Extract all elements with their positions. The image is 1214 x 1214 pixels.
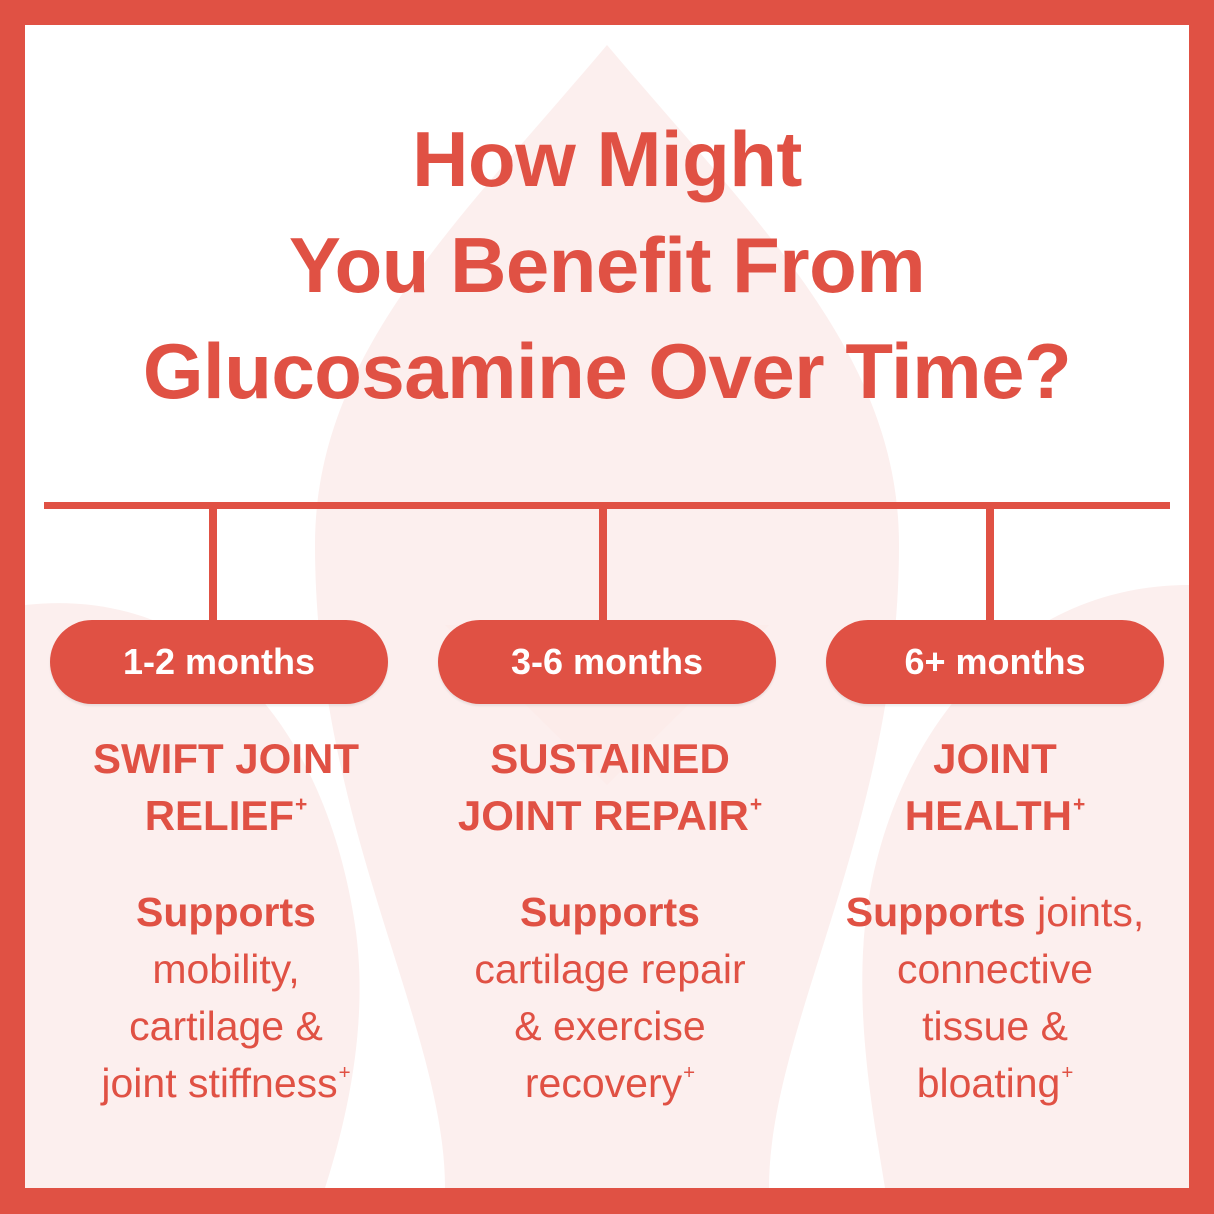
stage-column-1: SWIFT JOINT RELIEF+ Supports mobility, c… [46,730,406,1112]
period-label: 1-2 months [122,641,316,682]
footnote-mark: + [683,1060,696,1084]
stage-heading: SUSTAINED JOINT REPAIR+ [457,735,763,839]
timeline-connector-1 [209,505,217,623]
timeline-connector-3 [986,505,994,623]
background-leaf-shapes [25,45,1189,1188]
period-badge-3-6-months: 3-6 months [438,620,776,704]
period-label: 6+ months [904,641,1086,682]
footnote-mark: + [749,793,763,817]
title-line-1: How Might [412,115,802,203]
footnote-mark: + [1061,1060,1074,1084]
stage-description: Supports mobility, cartilage & joint sti… [101,889,351,1106]
title-line-3: Glucosamine Over Time? [142,327,1072,415]
footnote-mark: + [295,793,308,817]
title-line-2: You Benefit From [288,221,926,309]
stage-column-2: SUSTAINED JOINT REPAIR+ Supports cartila… [430,730,790,1112]
timeline-connector-2 [599,505,607,623]
period-badge-6-plus-months: 6+ months [826,620,1164,704]
stage-description: Supports cartilage repair & exercise rec… [474,889,746,1106]
stage-column-3: JOINT HEALTH+ Supports joints, connectiv… [815,730,1175,1112]
period-label: 3-6 months [510,641,704,682]
stage-heading: JOINT HEALTH+ [904,735,1086,839]
content-frame [25,25,1189,1188]
footnote-mark: + [1072,793,1086,817]
footnote-mark: + [338,1060,351,1084]
timeline-bar [44,502,1170,509]
stage-description: Supports joints, connective tissue & blo… [845,889,1145,1106]
stage-heading: SWIFT JOINT RELIEF+ [93,735,359,839]
period-badge-1-2-months: 1-2 months [50,620,388,704]
